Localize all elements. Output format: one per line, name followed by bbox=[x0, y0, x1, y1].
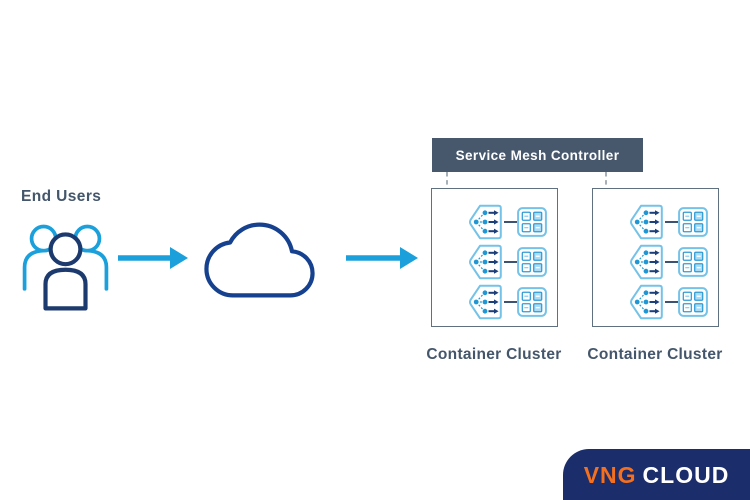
mesh-proxy-icon bbox=[468, 204, 502, 240]
container-group-icon bbox=[516, 207, 547, 237]
cloud-icon bbox=[204, 222, 315, 298]
end-users-label: End Users bbox=[21, 188, 102, 205]
container-cluster-box bbox=[592, 188, 719, 327]
service-link-line bbox=[503, 221, 517, 223]
arrow-right-icon bbox=[346, 247, 418, 269]
mesh-proxy-icon bbox=[468, 244, 502, 280]
service-mesh-controller: Service Mesh Controller bbox=[432, 138, 643, 172]
cluster-rows bbox=[593, 189, 718, 326]
vng-cloud-logo-badge: VNG CLOUD bbox=[563, 449, 750, 500]
logo-text-vng: VNG bbox=[583, 461, 637, 488]
container-group-icon bbox=[516, 247, 547, 277]
logo-text-cloud: CLOUD bbox=[642, 461, 730, 488]
cluster-rows bbox=[432, 189, 557, 326]
mesh-proxy-icon bbox=[468, 284, 502, 320]
service-row bbox=[628, 203, 719, 241]
container-cluster-box bbox=[431, 188, 558, 327]
service-link-line bbox=[664, 221, 678, 223]
service-link-line bbox=[664, 301, 678, 303]
service-row bbox=[628, 243, 719, 281]
service-link-line bbox=[664, 261, 678, 263]
mesh-proxy-icon bbox=[629, 284, 663, 320]
container-group-icon bbox=[677, 207, 708, 237]
mesh-proxy-icon bbox=[629, 204, 663, 240]
service-row bbox=[467, 243, 558, 281]
mesh-proxy-icon bbox=[629, 244, 663, 280]
arrow-right-icon bbox=[118, 247, 188, 269]
container-group-icon bbox=[516, 287, 547, 317]
cluster-label: Container Cluster bbox=[426, 346, 562, 363]
people-group-icon bbox=[22, 224, 109, 311]
service-link-line bbox=[503, 301, 517, 303]
service-row bbox=[467, 203, 558, 241]
container-group-icon bbox=[677, 247, 708, 277]
container-group-icon bbox=[677, 287, 708, 317]
cluster-label: Container Cluster bbox=[587, 346, 723, 363]
service-row bbox=[467, 283, 558, 321]
service-row bbox=[628, 283, 719, 321]
service-link-line bbox=[503, 261, 517, 263]
